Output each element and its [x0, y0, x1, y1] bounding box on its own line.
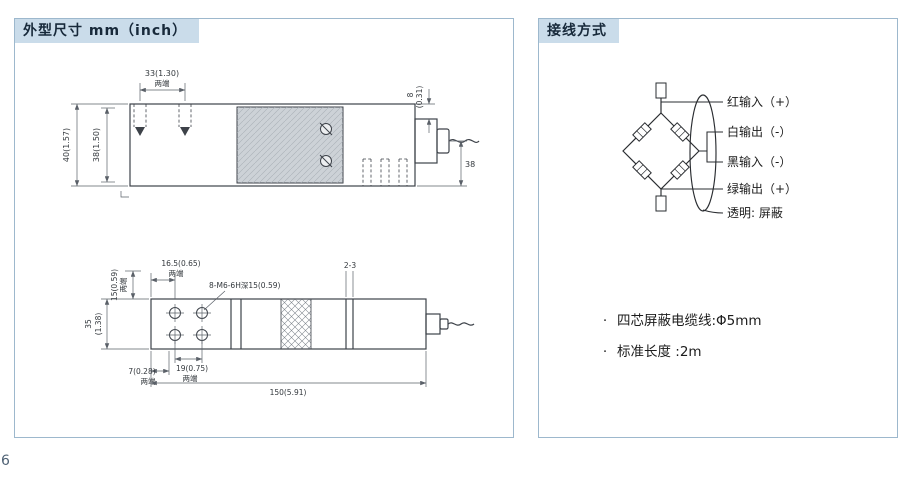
- dim-8-label: 8: [406, 92, 415, 97]
- wiring-panel-title: 接线方式: [547, 23, 607, 39]
- strain-gauge: [670, 160, 690, 180]
- dim-edge-offset: 7(0.28) 两端: [128, 351, 170, 386]
- dim-33-label: 33(1.30): [145, 69, 179, 78]
- mounting-hole: [166, 304, 184, 322]
- dim-8-inch-label: (0.31): [415, 86, 424, 109]
- dim-cable-height: 38: [417, 140, 475, 187]
- cable-boss: [414, 118, 438, 164]
- dim-165-label: 16.5(0.65): [161, 259, 200, 268]
- screw-symbol: [319, 154, 333, 168]
- wire-label-shield: 透明: 屏蔽: [727, 206, 783, 220]
- cable-cross-section: [689, 94, 717, 212]
- dim-7-label: 7(0.28): [128, 367, 155, 376]
- wire-red-input: [660, 101, 723, 113]
- dim-overall-length: 150(5.91): [150, 351, 427, 397]
- dim-gap-label: 2-3: [344, 261, 356, 270]
- dim-gap: 2-3: [344, 261, 356, 297]
- dimensions-panel-title: 外型尺寸 mm（inch）: [23, 23, 188, 39]
- dim-35-label: 35: [84, 319, 93, 329]
- mounting-hole: [193, 304, 211, 322]
- screw-symbol: [319, 122, 333, 136]
- dimensions-panel-header: 外型尺寸 mm（inch）: [15, 19, 200, 43]
- wire-label-green: 绿输出（+）: [727, 181, 797, 196]
- wiring-diagram: 红输入（+） 白输出（-） 黑输入（-） 绿输出（+） 透明: 屏蔽: [622, 82, 797, 220]
- note-cable-spec-text: 四芯屏蔽电缆线:Φ5mm: [617, 313, 762, 329]
- cable-gland: [436, 128, 450, 154]
- page-number: 6: [1, 453, 10, 469]
- dim-height-outer: 40(1.57): [62, 103, 128, 187]
- strain-gauge: [632, 160, 652, 180]
- wire-label-black: 黑输入（-）: [727, 154, 791, 169]
- thread-callout: 8-M6-6H深15(0.59): [203, 281, 281, 311]
- dim-165-note: 两端: [169, 268, 184, 278]
- gauge-cover-block: [236, 106, 344, 184]
- note-cable-length-text: 标准长度 :2m: [617, 344, 702, 360]
- strain-gauge: [670, 122, 690, 142]
- bullet: ·: [602, 344, 608, 360]
- wiring-panel: 接线方式: [538, 18, 898, 438]
- cable-gland-top: [439, 318, 449, 330]
- dim-7-note: 两端: [141, 376, 156, 386]
- strain-gauge: [632, 122, 652, 142]
- dim-40-label: 40(1.57): [62, 128, 71, 162]
- wire-black-input: [699, 150, 723, 163]
- note-cable-length: · 标准长度 :2m: [593, 340, 762, 360]
- hatched-section: [280, 298, 312, 350]
- cable-notes: · 四芯屏蔽电缆线:Φ5mm · 标准长度 :2m: [593, 309, 762, 371]
- dim-row-spacing: 15(0.59) 两端: [110, 269, 141, 301]
- dim-33-note: 两端: [155, 78, 170, 88]
- dim-35-inch-label: (1.38): [94, 313, 103, 336]
- bullet: ·: [602, 313, 608, 329]
- dim-38-label: 38(1.50): [92, 128, 101, 162]
- top-view-drawing: 16.5(0.65) 两端 8-M6-6H深15(0.59) 2-3: [84, 259, 475, 397]
- wire-shield: [702, 209, 724, 214]
- wiring-panel-header: 接线方式: [539, 19, 619, 43]
- wire-label-white: 白输出（-）: [727, 124, 791, 139]
- cable-boss-top: [425, 313, 441, 335]
- wire-white-output: [699, 131, 723, 152]
- dim-plate-width: 35 (1.38): [84, 298, 149, 350]
- dim-step: 8 (0.31): [406, 86, 435, 133]
- wire-label-red: 红输入（+）: [727, 94, 797, 109]
- dim-19-note: 两端: [183, 373, 198, 383]
- dim-38-right-label: 38: [465, 160, 475, 169]
- hidden-bottom-holes: [362, 158, 408, 186]
- thread-callout-label: 8-M6-6H深15(0.59): [209, 281, 281, 290]
- hidden-tapped-hole: [178, 104, 192, 136]
- dim-15-label: 15(0.59): [110, 269, 119, 301]
- note-cable-spec: · 四芯屏蔽电缆线:Φ5mm: [593, 309, 762, 329]
- dim-height-inner: 38(1.50): [92, 107, 115, 183]
- dim-hole-spacing: 19(0.75) 两端: [174, 341, 208, 383]
- dimensions-panel: 外型尺寸 mm（inch）: [14, 18, 514, 438]
- balance-resistors: [655, 82, 667, 212]
- dim-19-label: 19(0.75): [176, 364, 208, 373]
- dim-150-label: 150(5.91): [270, 388, 307, 397]
- cable-line-top: [447, 322, 475, 326]
- side-view-drawing: 33(1.30) 两端 40(1.57) 38(1.50): [62, 69, 480, 198]
- dim-width-top: 33(1.30) 两端: [139, 69, 186, 101]
- dim-15-note: 两端: [118, 277, 128, 292]
- dimension-drawing: 33(1.30) 两端 40(1.57) 38(1.50): [62, 69, 480, 397]
- bridge-circuit: [622, 98, 700, 204]
- hidden-tapped-hole: [133, 104, 147, 136]
- dim-edge-hole: 16.5(0.65) 两端: [150, 259, 201, 299]
- datum-mark: [120, 191, 129, 198]
